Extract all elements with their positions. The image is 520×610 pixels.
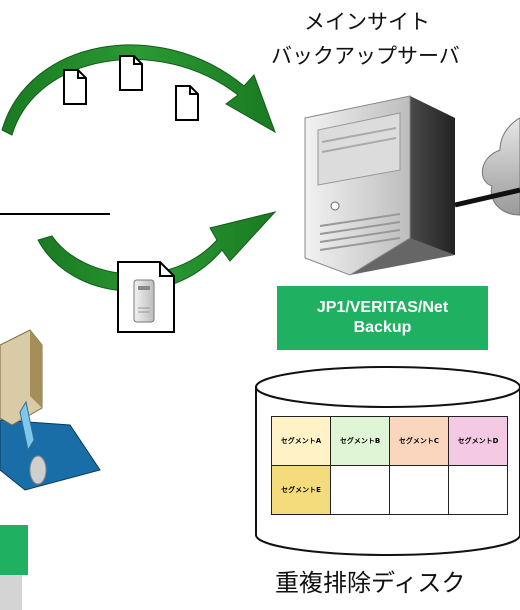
server-title-line1: メインサイト (304, 10, 430, 34)
server-tower-icon (304, 95, 455, 276)
server-document-icon (117, 261, 175, 333)
segment-cell: セグメントE (271, 465, 331, 515)
laptop-icon (0, 329, 101, 491)
segment-row: セグメントA セグメントB セグメントC セグメントD (271, 416, 508, 466)
software-label-line1: JP1/VERITAS/Net (316, 299, 449, 316)
segment-cell (389, 465, 449, 515)
segment-row: セグメントE (271, 465, 508, 515)
network-cable (454, 187, 520, 208)
segment-cell: セグメントC (389, 416, 449, 466)
server-title-line2: バックアップサーバ (271, 44, 460, 68)
left-grey-strip (0, 575, 22, 610)
segment-cell: セグメントA (271, 416, 331, 466)
document-icon (63, 69, 87, 105)
left-green-label-box (0, 525, 28, 575)
segment-cell: セグメントD (448, 416, 508, 466)
segment-table: セグメントA セグメントB セグメントC セグメントD セグメントE (271, 416, 508, 515)
document-icon (175, 85, 199, 121)
segment-cell (448, 465, 508, 515)
segment-cell (330, 465, 390, 515)
software-label: JP1/VERITAS/Net Backup (277, 286, 488, 350)
cloud-icon (482, 117, 520, 216)
lower-transfer-arrow (37, 211, 277, 292)
storage-label: 重複排除ディスク (275, 569, 466, 597)
software-label-line2: Backup (353, 319, 412, 336)
segment-cell: セグメントB (330, 416, 390, 466)
document-icon (119, 55, 143, 91)
